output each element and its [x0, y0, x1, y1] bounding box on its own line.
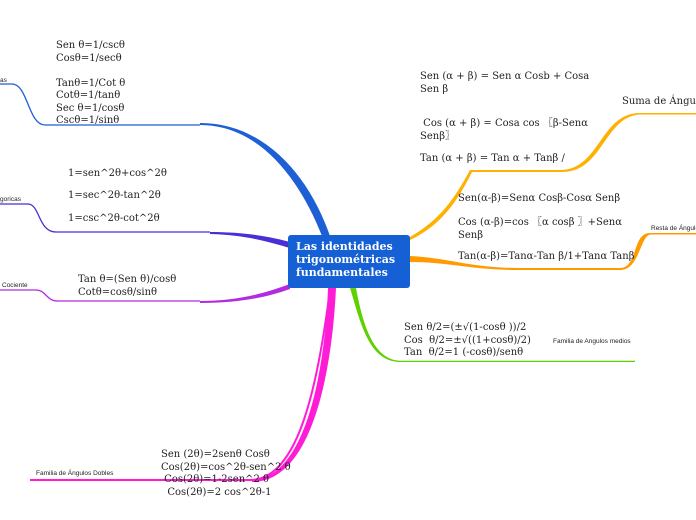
central-topic[interactable]: Las identidades trigonométricas fundamen…	[288, 235, 410, 288]
resta-formula-sen: Sen(α-β)=Senα Cosβ-Cosα Senβ	[458, 193, 621, 204]
branch-cociente-line	[0, 289, 200, 302]
branch-resta-label[interactable]: Resta de Ángulos	[651, 225, 696, 232]
resta-formula-cos: Cos (α-β)=cos 〖α cosβ 〗+Senα Senβ	[458, 217, 622, 241]
medios-formulas: Sen θ/2=(±√(1-cosθ ))/2 Cos θ/2=±√((1+co…	[404, 322, 531, 358]
branch-medios-label[interactable]: Familia de Angulos medios	[553, 338, 631, 345]
pitagoricas-formula-3: 1=csc^2θ-cot^2θ	[68, 213, 160, 224]
connector-resta	[410, 233, 696, 270]
connector-cociente	[200, 284, 290, 303]
cociente-formulas: Tan θ=(Sen θ)/cosθ Cotθ=cosθ/sinθ	[78, 274, 177, 298]
branch-reciprocas-label[interactable]: as	[0, 77, 7, 84]
pitagoricas-formula-1: 1=sen^2θ+cos^2θ	[68, 168, 167, 179]
connector-pitagoricas	[210, 232, 290, 248]
branch-cociente-label[interactable]: Cociente	[2, 282, 28, 289]
branch-reciprocas-line	[0, 83, 200, 126]
dobles-formulas: Sen (2θ)=2senθ Cosθ Cos(2θ)=cos^2θ-sen^2…	[161, 449, 291, 498]
branch-pitagoricas-line	[0, 203, 210, 233]
branch-dobles-label[interactable]: Familia de Ángulos Dobles	[36, 470, 114, 477]
branch-pitagoricas-label[interactable]: goricas	[0, 196, 21, 203]
suma-formula-cos: Cos (α + β) = Cosa cos 〖β-Senα Senβ〗	[420, 118, 588, 142]
reciprocas-formulas: Sen θ=1/cscθ Cosθ=1/secθ Tanθ=1/Cot θ Co…	[56, 40, 126, 126]
suma-formula-sen: Sen (α + β) = Sen α Cosb + Cosa Sen β	[420, 71, 590, 95]
pitagoricas-formula-2: 1=sec^2θ-tan^2θ	[68, 190, 161, 201]
resta-formula-tan: Tan(α-β)=Tanα-Tan β/1+Tanα Tanβ	[458, 251, 635, 262]
suma-formula-tan: Tan (α + β) = Tan α + Tanβ /	[420, 153, 565, 164]
branch-dobles-line	[30, 289, 331, 481]
connector-reciprocas	[200, 123, 330, 236]
branch-suma-label[interactable]: Suma de Ángulos	[622, 96, 696, 107]
connector-dobles	[252, 288, 336, 482]
connector-suma	[410, 113, 696, 240]
